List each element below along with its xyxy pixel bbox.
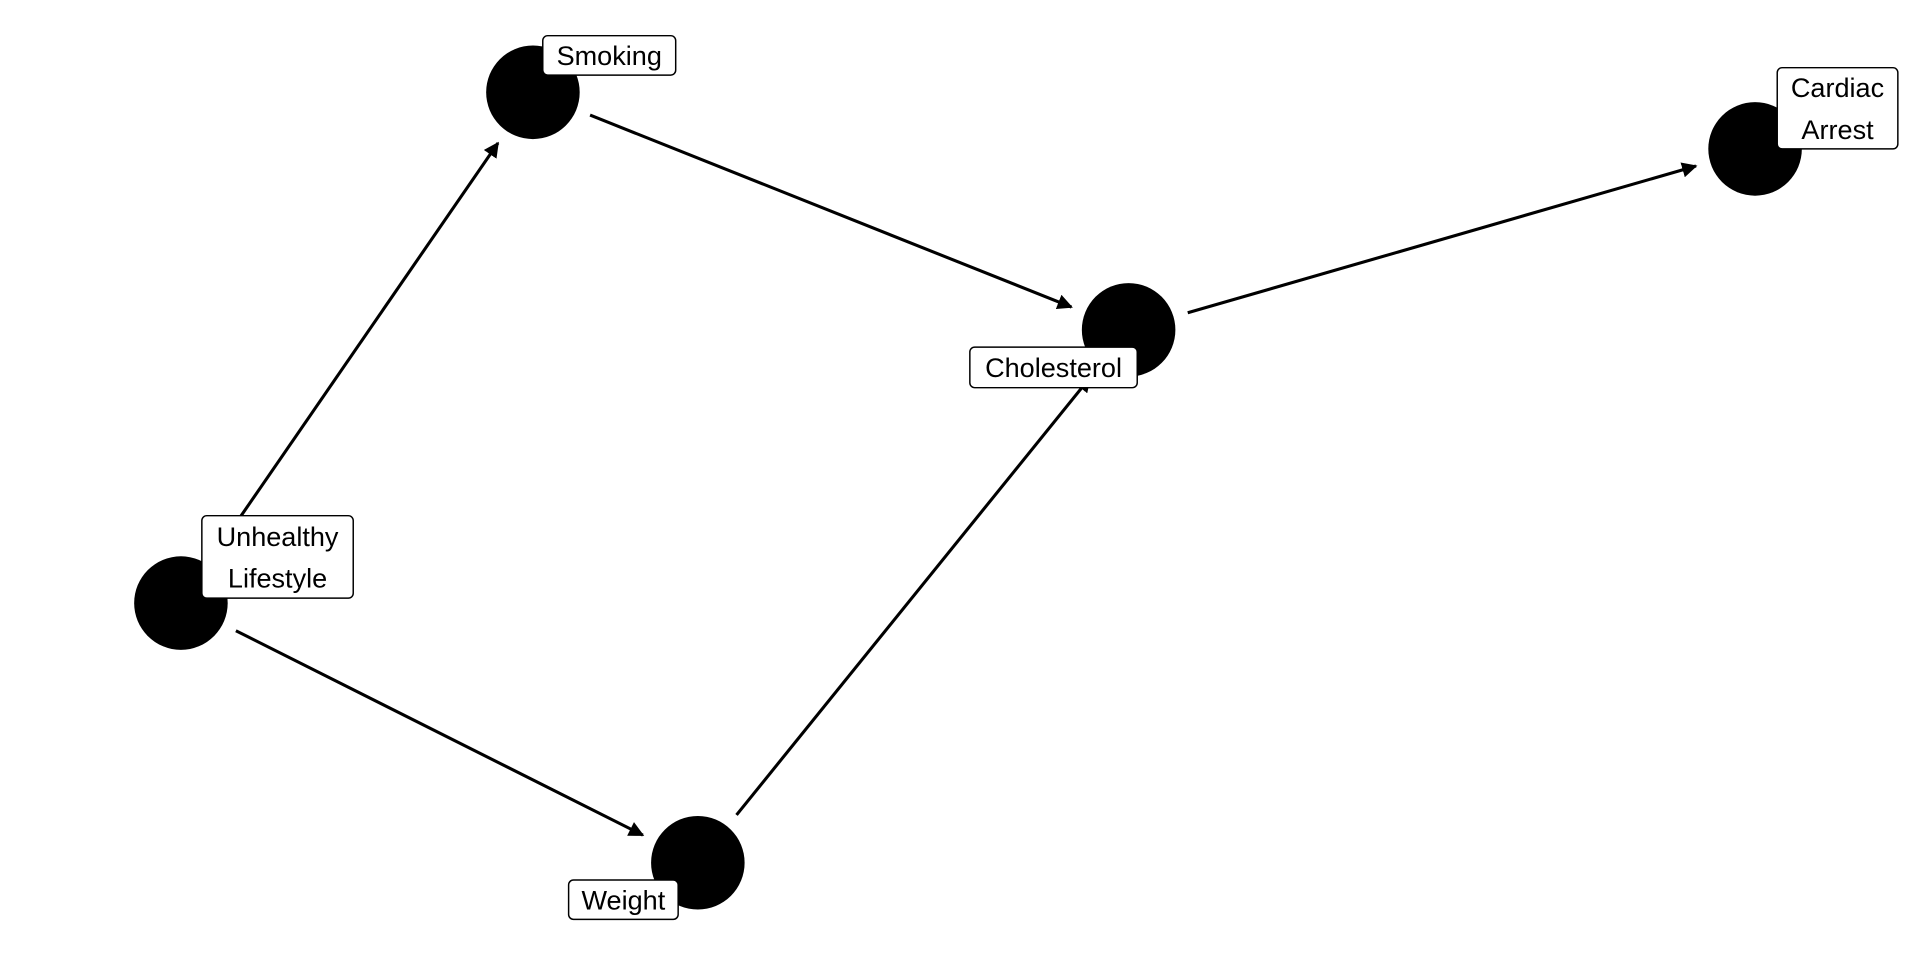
label-box <box>567 879 679 921</box>
label-text: Cardiac <box>1791 72 1884 103</box>
edge-weight-to-cholesterol <box>735 376 1092 816</box>
label-text: Unhealthy <box>217 521 339 552</box>
label-box <box>969 346 1138 389</box>
label-text: Weight <box>582 885 666 916</box>
label-text: Lifestyle <box>228 563 327 594</box>
label-text: Smoking <box>557 40 662 71</box>
node-label-smoking: Smoking <box>542 34 677 76</box>
edge-smoking-to-cholesterol <box>589 113 1073 310</box>
edge-cholesterol-to-cardiac <box>1187 162 1698 315</box>
label-box <box>542 34 677 76</box>
label-box <box>1776 66 1899 150</box>
label-text: Cholesterol <box>985 352 1122 383</box>
label-text: Arrest <box>1801 114 1874 145</box>
node-label-weight: Weight <box>567 879 679 921</box>
node-label-cholesterol: Cholesterol <box>969 346 1138 389</box>
label-box <box>201 514 354 599</box>
edge-unhealthy-to-smoking <box>214 141 500 554</box>
edge-unhealthy-to-weight <box>235 629 645 837</box>
